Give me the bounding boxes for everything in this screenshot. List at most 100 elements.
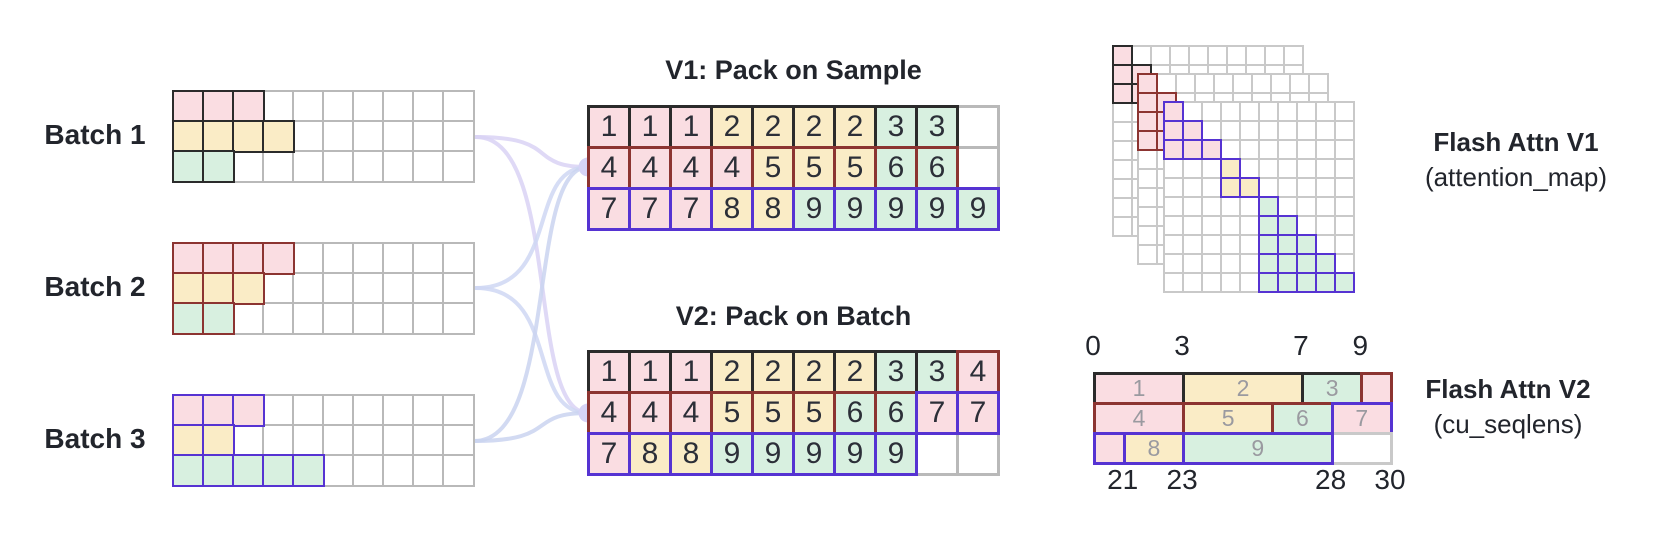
attn-cell [1277,215,1298,236]
grid-cell [382,454,415,487]
attn-cell [1207,45,1228,66]
packed-cell: 4 [669,391,713,435]
grid-cell [262,242,295,275]
attn-cell [1296,196,1317,217]
grid-cell [232,424,265,457]
attn-cell [1277,234,1298,255]
grid-cell [172,394,205,427]
grid-cell [172,454,205,487]
attn-cell [1334,272,1355,293]
packed-cell: 9 [874,432,918,476]
connector-curve [472,165,590,443]
grid-cell [172,302,205,335]
packed-cell: 1 [587,105,631,149]
attn-cell [1296,158,1317,179]
grid-cell [382,150,415,183]
attn-cell [1239,196,1260,217]
grid-cell [412,150,445,183]
grid-cell [322,90,355,123]
packed-cell [956,432,1000,476]
grid-cell [352,120,385,153]
grid-cell [382,394,415,427]
packed-cell: 4 [669,146,713,190]
packed-cell: 5 [833,146,877,190]
attn-cell [1137,130,1158,151]
packed-cell: 3 [874,350,918,394]
grid-cell [412,90,445,123]
grid-cell [262,90,295,123]
packed-cell: 7 [956,391,1000,435]
attn-cell [1334,139,1355,160]
cu-bar [1093,432,1126,465]
attn-cell [1182,158,1203,179]
grid-cell [352,272,385,305]
grid-cell [232,394,265,427]
grid-cell [442,90,475,123]
grid-cell [232,454,265,487]
attn-cell [1315,196,1336,217]
packed-cell: 3 [915,350,959,394]
attn-cell [1156,73,1177,94]
attn-cell [1232,73,1253,94]
packed-cell: 7 [669,187,713,231]
attn-cell [1296,101,1317,122]
attn-cell [1137,73,1158,94]
attn-cell [1315,253,1336,274]
attn-cell [1220,139,1241,160]
grid-cell [442,302,475,335]
packed-cell: 3 [915,105,959,149]
grid-cell [202,120,235,153]
grid-cell [172,150,205,183]
packed-cell [956,105,1000,149]
grid-cell [382,424,415,457]
grid-cell [322,150,355,183]
grid-cell [292,424,325,457]
grid-cell [232,150,265,183]
grid-cell [202,242,235,275]
grid-cell [412,272,445,305]
attn-cell [1277,196,1298,217]
attn-cell [1239,234,1260,255]
attn-cell [1277,101,1298,122]
packed-cell: 1 [628,350,672,394]
grid-cell [322,302,355,335]
attn-cell [1334,177,1355,198]
grid-cell [292,454,325,487]
cu-bar: 5 [1182,402,1275,435]
attn-cell [1334,234,1355,255]
attn-cell [1201,196,1222,217]
packed-cell [915,432,959,476]
attn-cell [1315,101,1336,122]
attn-cell [1258,101,1279,122]
packed-cell: 5 [751,146,795,190]
packed-cell: 9 [710,432,754,476]
packed-cell: 4 [587,146,631,190]
grid-cell [442,424,475,457]
packed-cell: 2 [710,105,754,149]
packed-cell: 1 [587,350,631,394]
attn-cell [1334,253,1355,274]
attn-cell [1213,73,1234,94]
attn-cell [1258,120,1279,141]
attn-cell [1137,206,1158,227]
grid-cell [412,242,445,275]
packed-cell: 8 [710,187,754,231]
grid-cell [202,272,235,305]
attn-cell [1251,73,1272,94]
cu-seqlens-bottom-tick: 30 [1374,464,1406,495]
grid-cell [172,272,205,305]
grid-cell [232,272,265,305]
cu-seqlens-top-tick: 0 [1085,330,1101,361]
attn-cell [1239,177,1260,198]
attn-cell [1163,120,1184,141]
attn-cell [1315,215,1336,236]
attn-cell [1258,234,1279,255]
grid-cell [262,454,295,487]
attn-cell [1182,177,1203,198]
grid-cell [412,302,445,335]
attn-cell [1201,158,1222,179]
attention-map-sublabel: (attention_map) [1424,162,1608,192]
attn-cell [1175,73,1196,94]
